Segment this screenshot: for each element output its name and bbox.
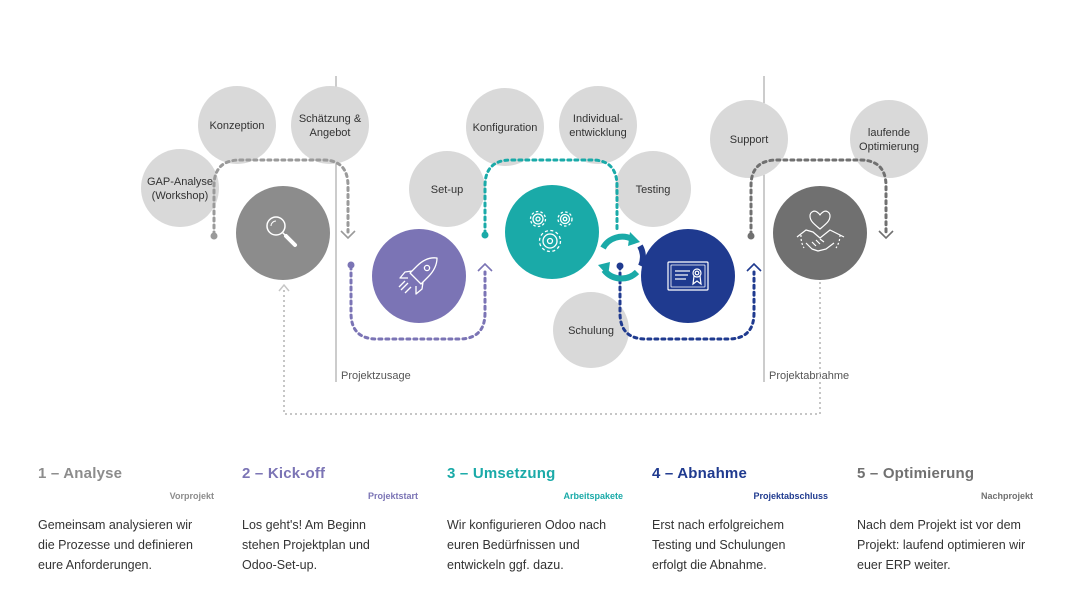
feedback-loop-arrow xyxy=(278,283,290,292)
phase-title-abnahme: 4 – Abnahme xyxy=(652,465,748,482)
bubble-individualentwicklung: Individual-entwicklung xyxy=(559,86,637,164)
phase-subtitle-optimierung: Nachprojekt xyxy=(980,491,1033,501)
rocket-icon xyxy=(398,257,438,295)
bubble-schaetzung-label: Schätzung &Angebot xyxy=(299,113,362,139)
phase-title-analyse: 1 – Analyse xyxy=(38,465,123,482)
phase-title-optimierung: 5 – Optimierung xyxy=(857,465,975,482)
bubble-setup: Set-up xyxy=(409,151,485,227)
bubble-setup-label: Set-up xyxy=(431,184,463,196)
flow-arrow-kickoff xyxy=(477,262,493,272)
bubble-schaetzung: Schätzung &Angebot xyxy=(291,86,369,164)
flow-path-optimierung xyxy=(749,158,888,237)
phase-optimierung: 5 – Optimierung Nachprojekt Nach dem Pro… xyxy=(857,462,1033,575)
bubble-testing-label: Testing xyxy=(636,184,671,196)
phase-kickoff: 2 – Kick-off Projektstart Los geht's! Am… xyxy=(242,462,418,575)
cycle-arrows-icon xyxy=(598,232,646,282)
flow-arrow-optimierung xyxy=(878,230,894,240)
gears-icon xyxy=(529,210,573,253)
phase-subtitle-kickoff: Projektstart xyxy=(367,491,418,501)
phase-subtitle-analyse: Vorprojekt xyxy=(169,491,214,501)
flow-path-analyse xyxy=(212,158,350,237)
bubble-support-label: Support xyxy=(730,134,769,146)
bubble-schulung-label: Schulung xyxy=(568,325,614,337)
flow-arrow-analyse xyxy=(340,230,356,240)
bubble-individualentwicklung-label: Individual-entwicklung xyxy=(569,113,626,139)
phase-title-umsetzung: 3 – Umsetzung xyxy=(447,465,556,482)
phase-circle-abnahme xyxy=(641,229,735,323)
phase-text-optimierung: Nach dem Projekt ist vor dem Projekt: la… xyxy=(857,518,1026,572)
phase-text-analyse: Gemeinsam analysieren wir die Prozesse u… xyxy=(38,518,193,572)
phase-circle-umsetzung xyxy=(505,185,599,279)
process-diagram: Projektzusage Projektabnahme GAP-Analyse… xyxy=(141,76,928,415)
bubble-konfiguration-label: Konfiguration xyxy=(473,122,538,134)
bubble-support: Support xyxy=(710,100,788,178)
milestone-projektzusage: Projektzusage xyxy=(341,370,411,382)
bubble-konfiguration: Konfiguration xyxy=(466,88,544,166)
certificate-icon xyxy=(667,261,709,291)
flow-path-abnahme xyxy=(618,264,756,341)
bubble-konzeption: Konzeption xyxy=(198,86,276,164)
feedback-loop-path xyxy=(283,282,821,415)
flow-arrow-abnahme xyxy=(746,262,762,272)
phase-subtitle-umsetzung: Arbeitspakete xyxy=(563,491,623,501)
phase-title-kickoff: 2 – Kick-off xyxy=(242,465,326,482)
milestone-projektabnahme: Projektabnahme xyxy=(769,370,849,382)
phase-text-kickoff: Los geht's! Am Beginn stehen Projektplan… xyxy=(242,518,370,572)
phase-text-abnahme: Erst nach erfolgreichem Testing und Schu… xyxy=(652,518,786,572)
phase-text-umsetzung: Wir konfigurieren Odoo nach euren Bedürf… xyxy=(447,518,607,572)
phase-analyse: 1 – Analyse Vorprojekt Gemeinsam analysi… xyxy=(38,462,214,575)
heart-handshake-icon xyxy=(796,210,845,252)
flow-path-umsetzung xyxy=(483,158,619,236)
phase-circle-kickoff xyxy=(372,229,466,323)
bubble-konzeption-label: Konzeption xyxy=(209,120,264,132)
bubble-gap-analyse: GAP-Analyse(Workshop) xyxy=(141,149,219,227)
bubble-gap-analyse-label: GAP-Analyse(Workshop) xyxy=(147,176,213,202)
flow-path-kickoff xyxy=(349,264,487,341)
phase-subtitle-abnahme: Projektabschluss xyxy=(753,491,828,501)
phase-circle-optimierung xyxy=(773,186,867,280)
phase-umsetzung: 3 – Umsetzung Arbeitspakete Wir konfigur… xyxy=(447,462,623,575)
magnifier-icon xyxy=(266,216,297,247)
phase-circle-analyse xyxy=(236,186,330,280)
bubble-schulung: Schulung xyxy=(553,292,629,368)
phase-abnahme: 4 – Abnahme Projektabschluss Erst nach e… xyxy=(652,462,828,575)
bubble-testing: Testing xyxy=(615,151,691,227)
